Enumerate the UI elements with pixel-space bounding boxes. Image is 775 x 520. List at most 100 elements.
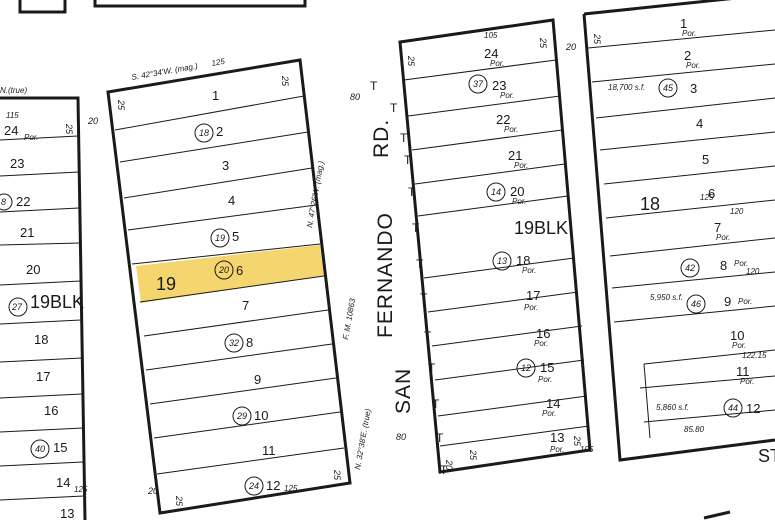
center-lot-9: 9 bbox=[254, 372, 261, 387]
far-right-lot-6: 6 bbox=[708, 186, 715, 201]
right-lot-13: 13 bbox=[550, 430, 564, 445]
left-block: N.(true) 115 25 20 24 Por. 23 8 22 21 20… bbox=[0, 86, 98, 520]
center-lot-width-bottom-left: 25 bbox=[174, 495, 184, 507]
left-lot-22: 22 bbox=[16, 194, 30, 209]
center-lot-2-circle-number: 18 bbox=[199, 128, 209, 138]
far-right-area-1: 18,700 s.f. bbox=[608, 83, 645, 92]
far-right-lot-9-por: Por. bbox=[738, 297, 752, 306]
left-lot-14: 14 bbox=[56, 475, 70, 490]
right-lot-18-circle-number: 13 bbox=[497, 256, 507, 266]
far-right-lot-2: 2 bbox=[684, 48, 691, 63]
center-lot-11: 11 bbox=[262, 443, 276, 458]
left-top-width: 115 bbox=[6, 111, 19, 120]
center-top-width: 125 bbox=[211, 57, 226, 68]
right-lot-24: 24 bbox=[484, 46, 498, 61]
far-right-lot-1: 1 bbox=[680, 16, 687, 31]
right-lot-18-assessor-circle bbox=[492, 251, 512, 271]
left-block-circle-number: 27 bbox=[11, 302, 23, 312]
right-lot-23-assessor-circle bbox=[468, 74, 488, 94]
far-right-lot-8-circle-number: 42 bbox=[685, 263, 695, 273]
right-lot-24-por: Por. bbox=[490, 59, 504, 68]
t-marker: T bbox=[404, 153, 412, 167]
right-corner-20-top: 20 bbox=[565, 42, 576, 52]
far-right-dim-4: 122.15 bbox=[742, 351, 767, 360]
center-lot-2: 2 bbox=[216, 124, 223, 139]
center-lot-6: 6 bbox=[236, 263, 243, 278]
far-right-lot-10: 10 bbox=[730, 328, 744, 343]
left-lot-13: 13 bbox=[60, 506, 74, 520]
right-lot-15: 15 bbox=[540, 360, 554, 375]
far-right-area-3: 5,860 s.f. bbox=[656, 403, 689, 412]
left-lot-18: 18 bbox=[34, 332, 48, 347]
right-lot-20-por: Por. bbox=[512, 197, 526, 206]
right-lot-22: 22 bbox=[496, 112, 510, 127]
center-lot-6-circle-number: 20 bbox=[218, 265, 229, 275]
right-lot-21-por: Por. bbox=[514, 161, 528, 170]
center-lot-8-assessor-circle bbox=[224, 333, 244, 353]
center-lot-width-top-right: 25 bbox=[280, 75, 290, 87]
far-right-lot-11: 11 bbox=[736, 364, 750, 379]
center-lot-width-top-left: 25 bbox=[116, 99, 126, 111]
left-block-assessor-circle bbox=[8, 297, 28, 317]
left-lot-width: 25 bbox=[64, 123, 74, 135]
left-lot-20: 20 bbox=[26, 262, 40, 277]
left-lot-16: 16 bbox=[44, 403, 58, 418]
right-lot-17-por: Por. bbox=[524, 303, 538, 312]
left-lot-22-assessor-circle bbox=[0, 193, 13, 211]
street-san-fernando-rd: RD. FERNANDO SAN T T T T T T T T T T T T… bbox=[370, 79, 448, 477]
right-lot-17: 17 bbox=[526, 288, 540, 303]
center-lot-4: 4 bbox=[228, 193, 235, 208]
far-right-lot-9-circle-number: 46 bbox=[691, 299, 701, 309]
right-lot-15-assessor-circle bbox=[516, 358, 536, 378]
right-block: 105 80 25 25 20 80 20 25 25 24 Por. 37 2… bbox=[350, 18, 594, 474]
center-lot-1: 1 bbox=[212, 88, 219, 103]
center-lot-10-circle-number: 29 bbox=[236, 411, 247, 421]
right-block-lot-lines bbox=[403, 59, 590, 447]
far-right-dim-5: 85.80 bbox=[684, 425, 705, 434]
far-right-lot-3: 3 bbox=[690, 81, 697, 96]
center-lot-12-circle-number: 24 bbox=[248, 481, 259, 491]
left-bottom-width: 125 bbox=[74, 485, 88, 494]
bottom-edge-mark bbox=[703, 510, 731, 520]
left-lot-24: 24 bbox=[4, 123, 18, 138]
right-lot-14-por: Por. bbox=[542, 409, 556, 418]
right-lot-16-por: Por. bbox=[534, 339, 548, 348]
center-lot-10-assessor-circle bbox=[232, 406, 252, 426]
far-right-lot-3-assessor-circle bbox=[658, 78, 678, 98]
left-lot-24-por: Por. bbox=[24, 133, 38, 142]
right-lot-20-circle-number: 14 bbox=[491, 187, 501, 197]
center-lot-5: 5 bbox=[232, 229, 239, 244]
far-right-lot-12-assessor-circle bbox=[723, 398, 743, 418]
center-block-lot-lines bbox=[114, 95, 345, 475]
center-right-bearing: N. 47°26'W. (mag.) bbox=[305, 160, 326, 228]
center-lot-2-assessor-circle bbox=[194, 123, 214, 143]
center-lot-10: 10 bbox=[254, 408, 268, 423]
left-block-lot-lines bbox=[0, 135, 85, 501]
far-right-dim-3: 120 bbox=[746, 267, 760, 276]
right-block-label: 19BLK bbox=[514, 218, 568, 238]
far-right-area-2: 5,950 s.f. bbox=[650, 293, 683, 302]
far-right-dim-2: 120 bbox=[730, 207, 744, 216]
t-marker: T bbox=[370, 79, 378, 93]
right-lot-20-assessor-circle bbox=[486, 182, 506, 202]
center-lot-8: 8 bbox=[246, 335, 253, 350]
left-block-label: 19BLK bbox=[30, 292, 84, 312]
center-right-bearing-true: N. 32°38'E. (true) bbox=[353, 408, 373, 471]
center-bottom-width: 125 bbox=[284, 484, 298, 493]
center-right-tract: F. M. 10863 bbox=[341, 297, 357, 340]
right-lot-13-por: Por. bbox=[550, 445, 564, 454]
far-right-lot-12-circle-number: 44 bbox=[728, 403, 738, 413]
right-corner-80-bottom: 80 bbox=[396, 432, 406, 442]
right-lot-14: 14 bbox=[546, 396, 560, 411]
street-name-san: SAN bbox=[392, 368, 415, 414]
right-lot-20: 20 bbox=[510, 184, 524, 199]
center-lot-7: 7 bbox=[242, 298, 249, 313]
left-lot-15-assessor-circle bbox=[30, 439, 50, 459]
right-corner-20-bottom: 20 bbox=[444, 459, 454, 470]
right-bottom-width: 105 bbox=[580, 445, 594, 454]
t-marker: T bbox=[428, 361, 436, 375]
right-lot-23-circle-number: 37 bbox=[473, 79, 484, 89]
right-top-width: 105 bbox=[484, 31, 498, 40]
far-right-lot-8-por: Por. bbox=[734, 259, 748, 268]
far-right-lot-9-assessor-circle bbox=[686, 294, 706, 314]
